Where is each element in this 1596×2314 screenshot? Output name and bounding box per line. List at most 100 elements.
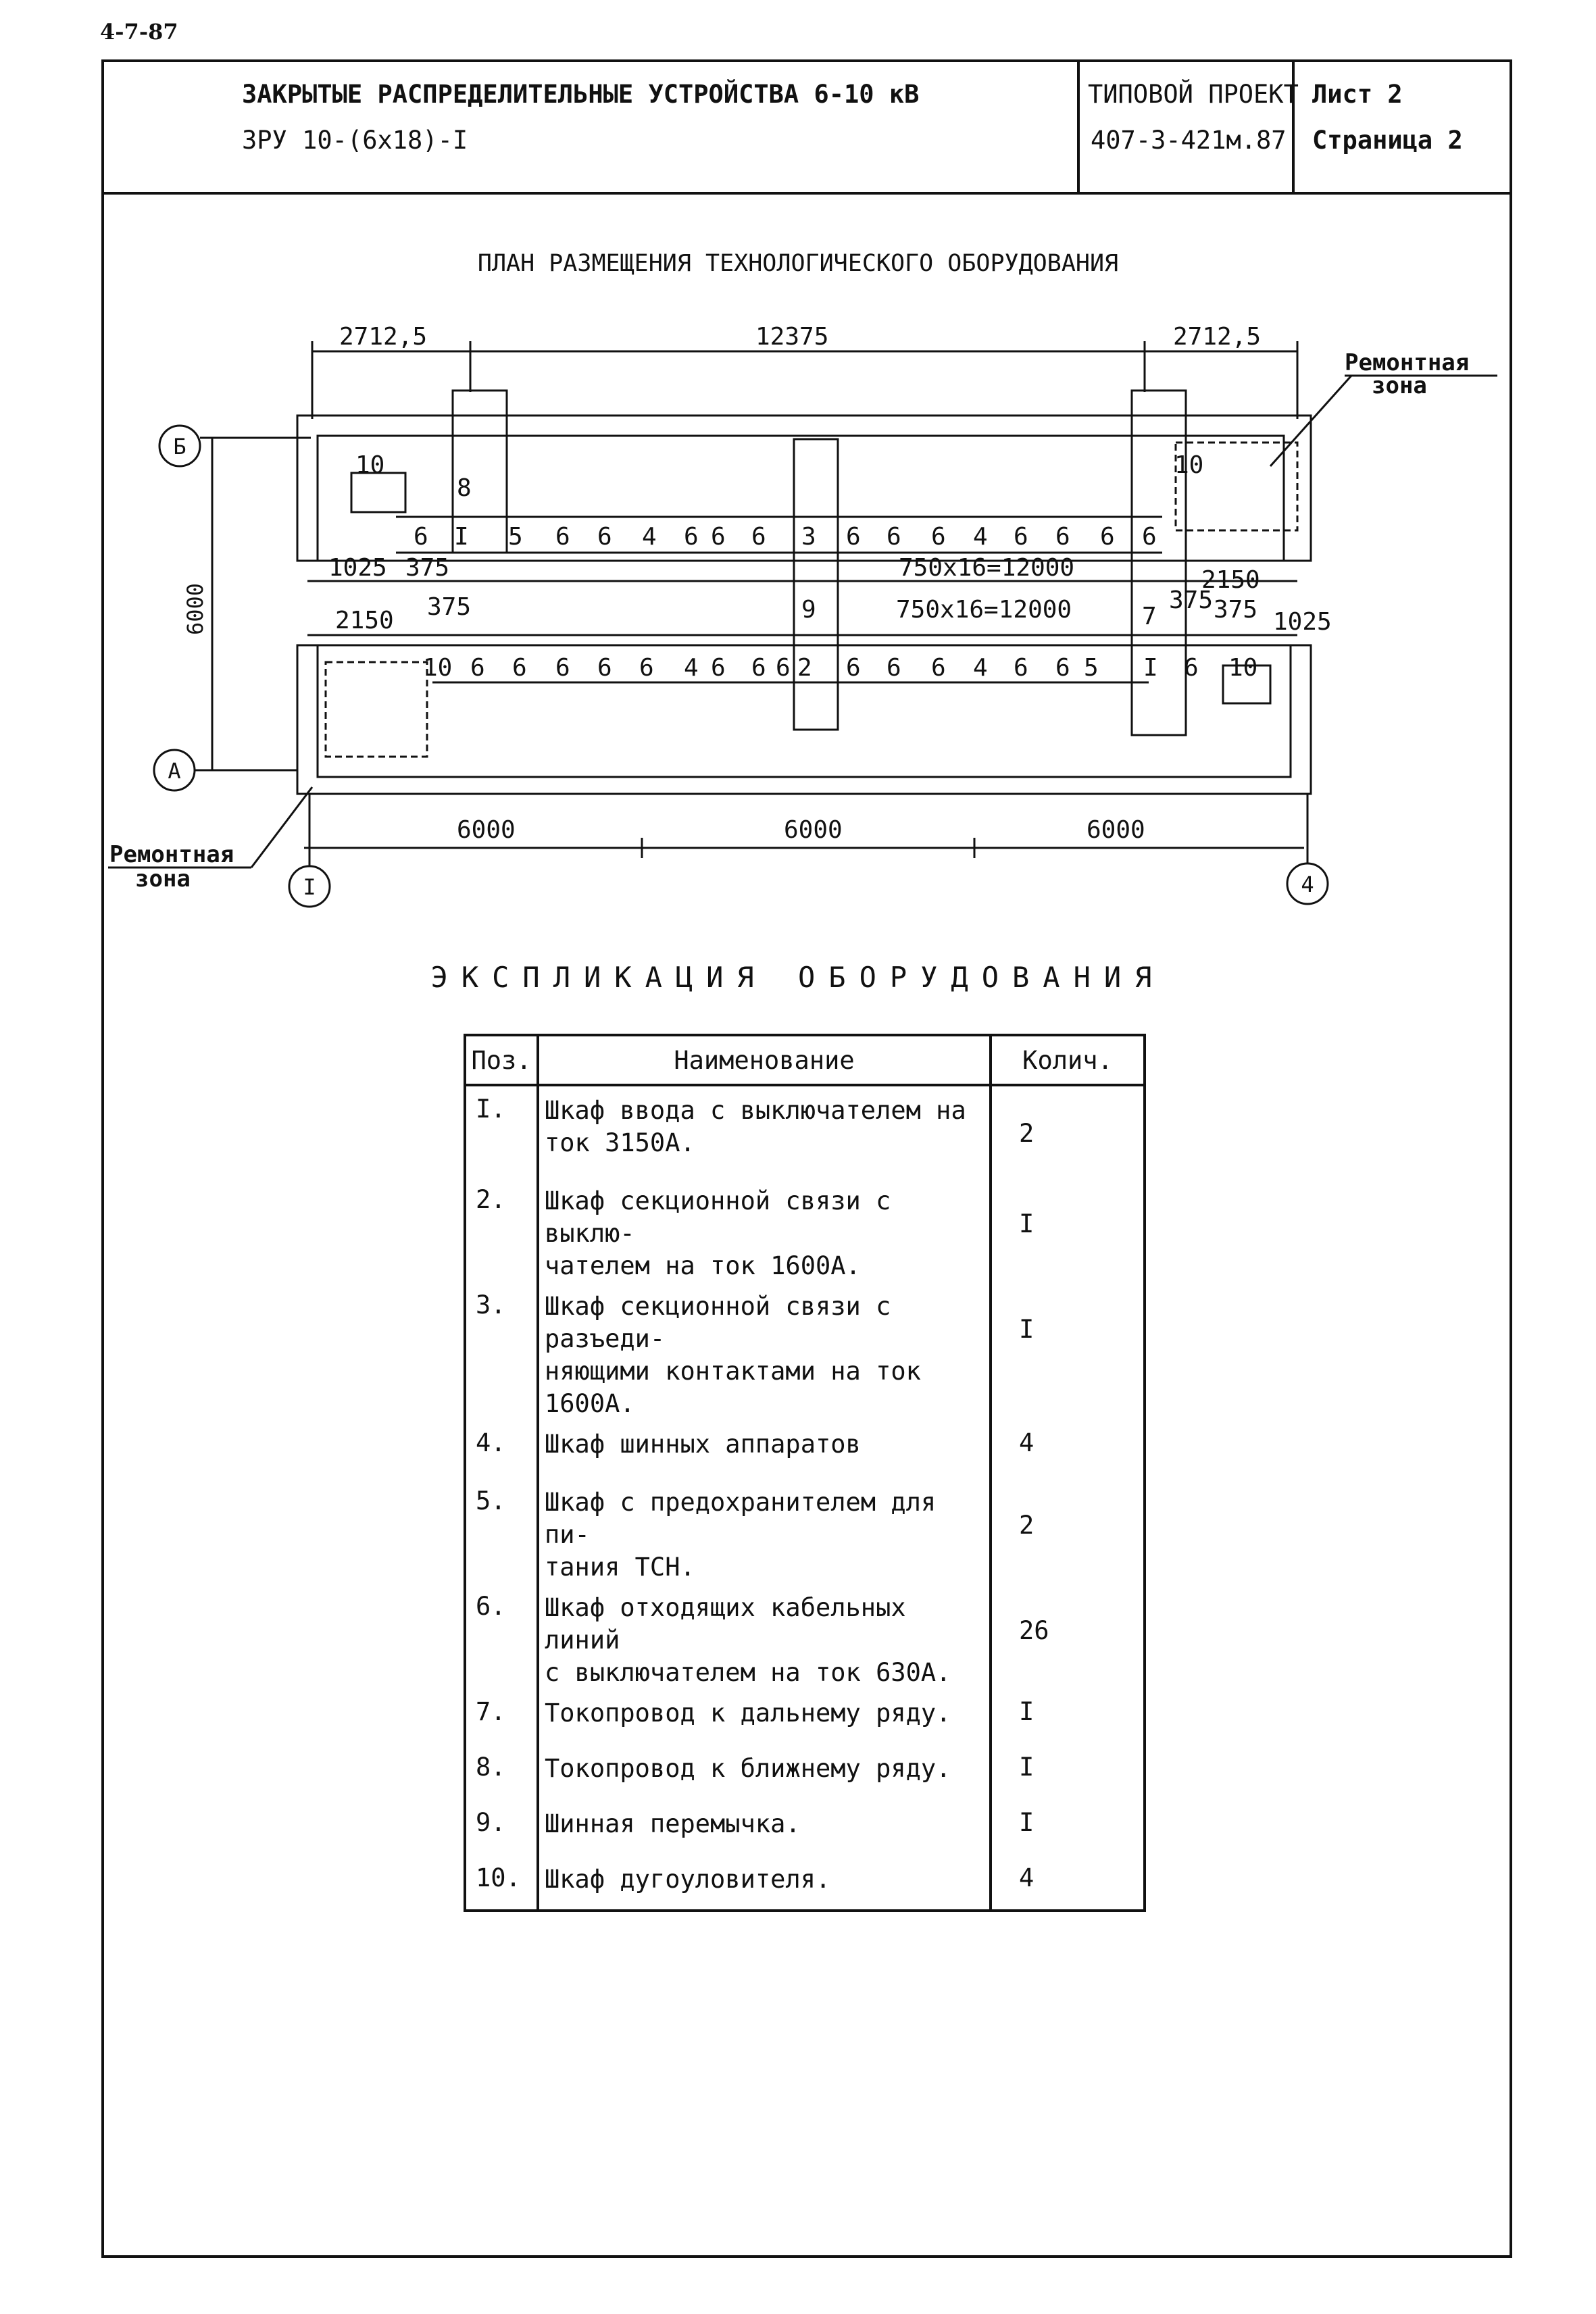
upper-label: 6 (414, 523, 428, 551)
lower-label: 6 (751, 654, 766, 682)
drawing-frame (101, 59, 1512, 2258)
row-pos: 4. (465, 1420, 539, 1478)
lower-label: 6 (639, 654, 654, 682)
upper-label: 6 (1100, 523, 1115, 551)
row-name: Шинная перемычка. (538, 1800, 992, 1855)
row-name-line: Шинная перемычка. (545, 1809, 801, 1838)
row-name-line: Шкаф с предохранителем для пи- (545, 1488, 937, 1549)
lower-label: 4 (973, 654, 988, 682)
upper-label: 6 (597, 523, 612, 551)
repair-zone-label: Ремонтная (1345, 349, 1469, 376)
bottom-dimension-line: 6000 6000 6000 (304, 794, 1309, 866)
row-qty: I (1019, 1315, 1034, 1344)
row-qty: 2 (1019, 1511, 1034, 1540)
upper-label: 3 (801, 523, 816, 551)
sheet-number: Лист 2 (1312, 80, 1403, 109)
upper-switchgear-row (296, 389, 1312, 736)
lower-label: 6 (1014, 654, 1028, 682)
row-qty: I (1019, 1808, 1034, 1837)
dim-top-left: 2712,5 (339, 323, 427, 351)
lower-label: 6 (887, 654, 901, 682)
bus-label-7: 7 (1142, 603, 1157, 630)
row-pos: 6. (465, 1584, 539, 1689)
row-name: Шкаф секционной связи с разъеди-няющими … (538, 1282, 992, 1420)
table-row: 6. Шкаф отходящих кабельных линий с выклю… (465, 1584, 1145, 1689)
repair-zone-bottom-left: Ремонтная зона (108, 786, 314, 892)
axis-a: А (168, 758, 180, 784)
table-row: 10. Шкаф дугоуловителя. 4 (465, 1855, 1145, 1911)
row-name: Токопровод к ближнему ряду. (538, 1744, 992, 1800)
title-block: ЗАКРЫТЫЕ РАСПРЕДЕЛИТЕЛЬНЫЕ УСТРОЙСТВА 6-… (101, 59, 1512, 195)
row-name-line: Шкаф дугоуловителя. (545, 1865, 831, 1894)
row-pos: I. (465, 1085, 539, 1177)
row-name-line: с выключателем на ток 630А. (545, 1658, 951, 1687)
upper-label: 6 (751, 523, 766, 551)
column-header-pos: Поз. (464, 1034, 539, 1086)
upper-label: 6 (555, 523, 570, 551)
upper-label: 4 (642, 523, 657, 551)
upper-label: 6 (1055, 523, 1070, 551)
dim-upper-1025: 1025 (328, 554, 387, 582)
row-qty: I (1019, 1753, 1034, 1782)
equipment-layout-plan: 2712,5 12375 2712,5 Ремонтная зона Б А I… (108, 323, 1497, 908)
lower-label: 5 (1084, 654, 1099, 682)
row-name-line: чателем на ток 1600А. (545, 1251, 861, 1280)
dim-lower-1025: 1025 (1273, 608, 1332, 636)
row-name: Токопровод к дальнему ряду. (538, 1689, 992, 1744)
row-name-line: тания ТСН. (545, 1553, 695, 1582)
table-row: 7. Токопровод к дальнему ряду. I (465, 1689, 1145, 1744)
lower-row-labels: 10 6 6 6 6 6 4 6 6 6 2 6 6 6 4 6 6 5 I 6… (423, 654, 1257, 682)
repair-zone-label: Ремонтная (109, 841, 234, 868)
row-pos: 8. (465, 1744, 539, 1800)
dim-upper-12000: 750x16=12000 (899, 554, 1074, 582)
lower-label: 6 (512, 654, 527, 682)
dim-lower-12000: 750x16=12000 (896, 596, 1072, 624)
project-number: 407-3-421м.87 (1091, 126, 1287, 155)
dim-upper-375: 375 (405, 554, 449, 582)
axis-4: 4 (1301, 872, 1314, 897)
vertical-dimension: 6000 (182, 438, 214, 770)
axis-markers: Б А I 4 (153, 424, 1329, 908)
axis-b: Б (173, 434, 186, 459)
explication-title: ЭКСПЛИКАЦИЯ ОБОРУДОВАНИЯ (430, 961, 1166, 994)
lower-label: 6 (776, 654, 791, 682)
table-row: 2. Шкаф секционной связи с выклю-чателем… (465, 1177, 1145, 1282)
lower-label: 6 (711, 654, 726, 682)
row-qty: I (1019, 1697, 1034, 1726)
dim-top-center: 12375 (755, 323, 828, 351)
dim-bottom-3: 6000 (1087, 816, 1145, 844)
plan-title: ПЛАН РАЗМЕЩЕНИЯ ТЕХНОЛОГИЧЕСКОГО ОБОРУДО… (477, 250, 1119, 277)
row-qty: 26 (1019, 1616, 1049, 1645)
lower-label: 6 (470, 654, 485, 682)
row-pos: 10. (465, 1855, 539, 1911)
middle-dimensions: 1025 375 750x16=12000 9 7 2150 375 750x1… (328, 554, 1332, 636)
top-dimension-line: 2712,5 12375 2712,5 (311, 323, 1299, 419)
dim-vertical: 6000 (182, 583, 208, 635)
upper-label: 6 (931, 523, 946, 551)
bus-label-9: 9 (801, 596, 816, 624)
upper-label: 6 (846, 523, 861, 551)
row-name-line: Шкаф секционной связи с выклю- (545, 1186, 891, 1248)
upper-label: 6 (684, 523, 699, 551)
axis-1: I (303, 874, 316, 900)
row-name-line: Шкаф секционной связи с разъеди- (545, 1292, 891, 1353)
dim-lower-375-a: 375 (1169, 586, 1213, 614)
row-name-line: Токопровод к ближнему ряду. (545, 1754, 951, 1783)
row-name-line: Шкаф отходящих кабельных линий (545, 1593, 906, 1655)
dim-lower-2150: 2150 (335, 607, 394, 634)
dim-bottom-1: 6000 (457, 816, 516, 844)
row-qty: I (1019, 1209, 1034, 1238)
lower-label: I (1143, 654, 1158, 682)
explication-table: Поз. Наименование Колич. I. Шкаф ввода с… (464, 1034, 1146, 1912)
title-block-divider (1077, 59, 1080, 192)
row-name-line: Шкаф ввода с выключателем на (545, 1096, 966, 1125)
lower-label: 6 (931, 654, 946, 682)
dim-bottom-2: 6000 (784, 816, 843, 844)
upper-label: 4 (973, 523, 988, 551)
table-header-row: Поз. Наименование Колич. (464, 1034, 1146, 1086)
column-header-name: Наименование (537, 1034, 992, 1086)
repair-zone-label: зона (1372, 372, 1427, 399)
row-name-line: няющими контактами на ток 1600А. (545, 1357, 921, 1418)
